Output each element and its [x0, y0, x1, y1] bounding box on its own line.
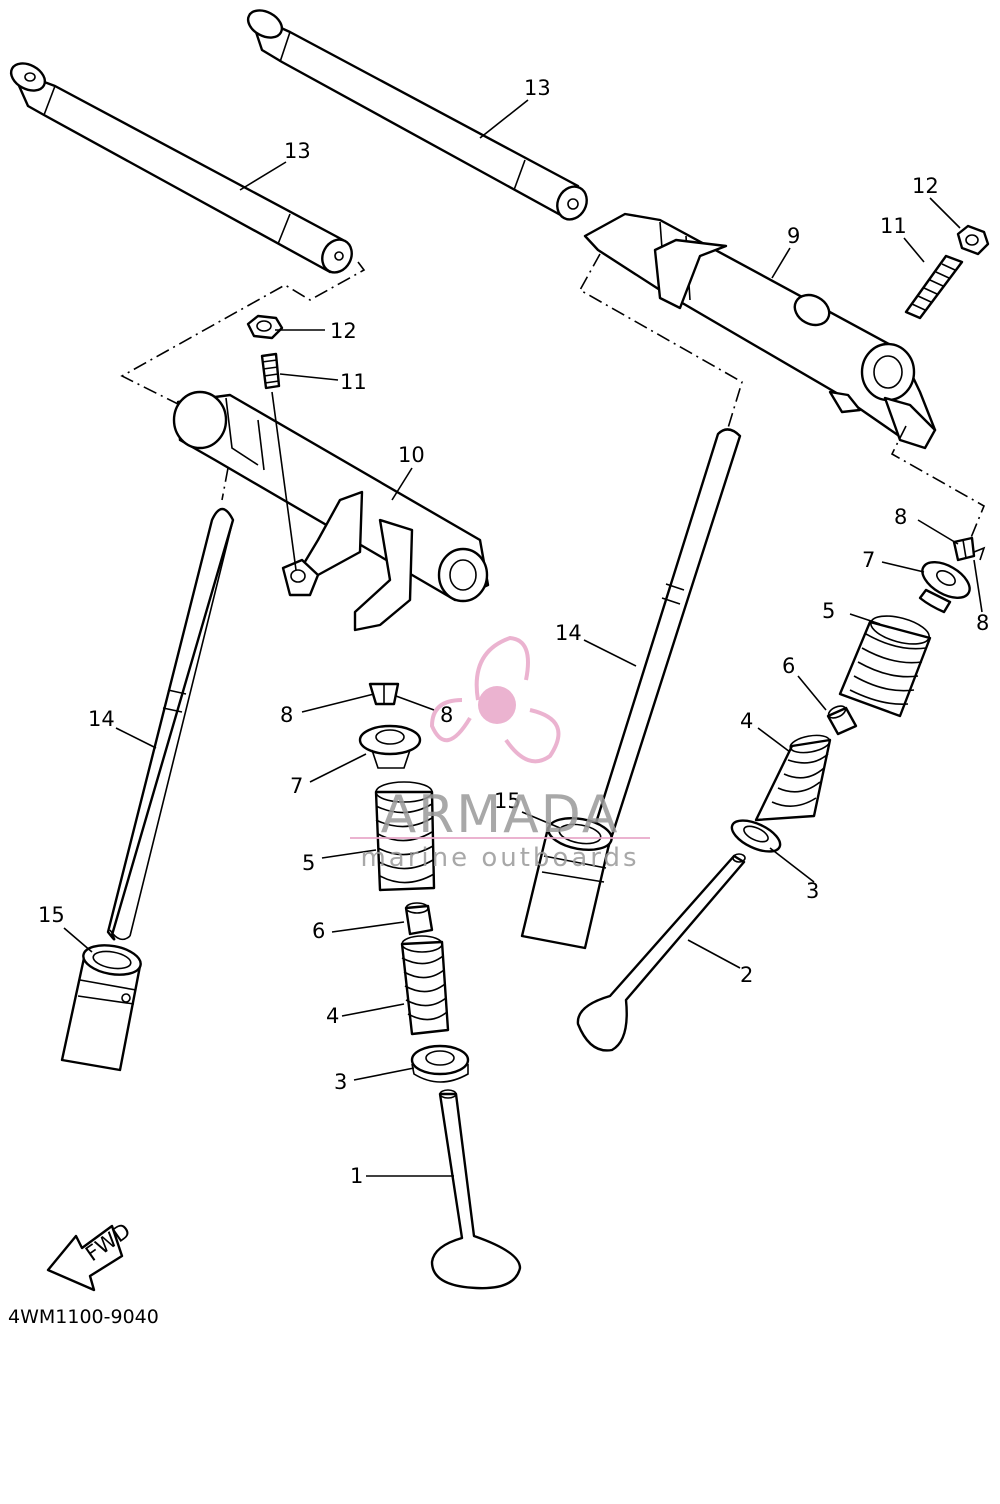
- callout-numbers: 13 13 12 11 10 12 11 9 8 7 8 5 6 4 14 14…: [38, 76, 989, 1188]
- adjust-screw-11-right: [904, 254, 964, 320]
- valve-spring-5-right: [838, 615, 932, 718]
- armada-watermark: ARMADA marine outboards: [350, 635, 650, 873]
- spring-retainer-7-left: [358, 724, 422, 769]
- callout-3-left: 3: [334, 1070, 347, 1094]
- callout-8-right-b: 8: [976, 611, 989, 635]
- callout-5-right: 5: [822, 599, 835, 623]
- valve-stem-seal-6-left: [404, 902, 434, 936]
- callout-6-left: 6: [312, 919, 325, 943]
- callout-1: 1: [350, 1164, 363, 1188]
- valve-spring-4-right: [754, 734, 832, 822]
- spring-seat-3-right: [730, 819, 782, 853]
- callout-3-right: 3: [806, 879, 819, 903]
- valve-spring-5-left: [374, 781, 436, 892]
- alignment-line-left-pushrod: [221, 467, 229, 501]
- callout-2: 2: [740, 963, 753, 987]
- callout-13-right: 13: [524, 76, 551, 100]
- locknut-12-left: [246, 314, 284, 340]
- propeller-logo-icon: [429, 635, 561, 764]
- callout-13-left: 13: [284, 139, 311, 163]
- spring-seat-3-left: [410, 1044, 470, 1083]
- diagram-part-code: 4WM1100-9040: [8, 1306, 159, 1328]
- propeller-hub-icon: [478, 686, 516, 724]
- watermark-brand: ARMADA: [381, 785, 620, 845]
- alignment-line-right-valve: [890, 425, 986, 541]
- pushrod-13-left: [9, 62, 353, 274]
- pushrod-13-right: [246, 9, 588, 221]
- callout-7-right: 7: [862, 548, 875, 572]
- alignment-line-right-top: [578, 253, 743, 429]
- callout-15-left: 15: [38, 903, 65, 927]
- callout-6-right: 6: [782, 654, 795, 678]
- screw-axis-left: [271, 391, 297, 571]
- callout-12-left: 12: [330, 319, 357, 343]
- valve-cotter-8-left: [368, 682, 400, 706]
- rocker-arm-9: [583, 212, 937, 450]
- leader-lines: [63, 99, 983, 1177]
- valve-lifter-15-right: [520, 817, 613, 950]
- callout-8-left-b: 8: [440, 703, 453, 727]
- exhaust-valve-2: [576, 853, 746, 1052]
- callout-4-left: 4: [326, 1004, 339, 1028]
- adjust-screw-11-left: [260, 352, 281, 390]
- pushrod-14-left: [106, 507, 235, 941]
- callout-14-left: 14: [88, 707, 115, 731]
- callout-4-right: 4: [740, 709, 753, 733]
- callout-12-right: 12: [912, 174, 939, 198]
- valve-stem-seal-6-right: [826, 705, 858, 736]
- intake-valve-1: [430, 1089, 522, 1290]
- callout-15-right: 15: [494, 789, 521, 813]
- callout-8-right-a: 8: [894, 505, 907, 529]
- valve-spring-4-left: [400, 935, 450, 1036]
- callout-10: 10: [398, 443, 425, 467]
- valve-lifter-15-left: [60, 944, 142, 1072]
- rocker-arm-10: [172, 390, 490, 632]
- callout-9: 9: [787, 224, 800, 248]
- alignment-line-left-top: [120, 261, 366, 405]
- locknut-12-right: [956, 224, 990, 256]
- callout-11-left: 11: [340, 370, 367, 394]
- spring-retainer-7-right: [918, 561, 971, 614]
- fwd-direction-arrow: FWD: [46, 1218, 135, 1292]
- callout-7-left: 7: [290, 774, 303, 798]
- callout-14-right: 14: [555, 621, 582, 645]
- watermark-tagline: marine outboards: [360, 843, 639, 873]
- callout-11-right: 11: [880, 214, 907, 238]
- valve-cotter-8-right: [952, 536, 986, 562]
- callout-8-left-a: 8: [280, 703, 293, 727]
- callout-5-left: 5: [302, 851, 315, 875]
